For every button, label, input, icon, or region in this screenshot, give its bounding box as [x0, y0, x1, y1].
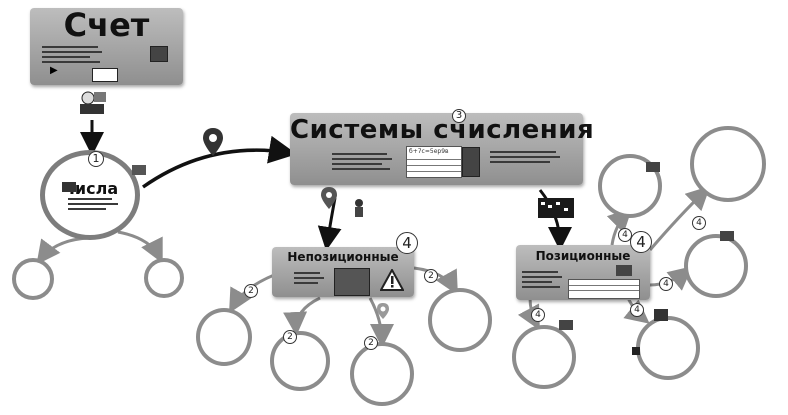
node-np-child-mid[interactable]	[270, 331, 330, 391]
badge-np-child-mid: 2	[283, 330, 297, 344]
node-np-child-right-low[interactable]	[350, 342, 414, 406]
frame-schet[interactable]: Счет	[30, 6, 183, 85]
frame-systems-image	[462, 147, 480, 177]
location-pin-icon	[377, 303, 389, 319]
warning-icon	[380, 269, 404, 291]
badge-np-child-right: 2	[364, 336, 378, 350]
flag-icon	[646, 162, 660, 172]
badge-pos-child-right: 4	[630, 303, 644, 317]
node-pos-upper-left[interactable]	[598, 154, 662, 218]
pixel-strip-icon	[538, 198, 574, 218]
frame-positional-title: Позиционные	[535, 249, 631, 263]
arrow-pos-to-upper-mid	[648, 185, 711, 251]
frame-systems-formula: б+7с=5ер9в	[409, 148, 449, 155]
arrow-chisla-to-right	[117, 230, 163, 264]
frame-positional[interactable]: Позиционные	[516, 245, 650, 300]
arrow-np-to-mid	[283, 296, 321, 336]
node-pos-upper-mid[interactable]	[690, 126, 766, 202]
node-pos-child-bottom-right[interactable]	[636, 316, 700, 380]
flag-icon	[720, 231, 734, 241]
badge-pos-upper-mid: 4	[692, 216, 706, 230]
frame-schet-image	[150, 46, 168, 62]
frame-nonpositional-text	[294, 272, 324, 287]
frame-positional-text	[522, 271, 562, 291]
frame-nonpositional-image	[334, 268, 370, 296]
node-chisla-child-left[interactable]	[12, 258, 54, 300]
badge-pos-child-left: 4	[531, 308, 545, 322]
frame-systems-table: б+7с=5ер9в	[406, 146, 462, 178]
badge-pos-upper-right: 4	[659, 277, 673, 291]
people-icon	[355, 199, 363, 217]
badge-pos-upper-left: 4	[618, 228, 632, 242]
arrow-systems-to-nonpositional	[317, 197, 342, 251]
frame-nonpositional[interactable]: Непозиционные	[272, 247, 414, 297]
camera-icon: ▶	[50, 65, 58, 76]
badge-positional: 4	[630, 231, 652, 253]
arrow-chisla-to-left	[36, 236, 89, 265]
node-np-child-left[interactable]	[196, 308, 252, 366]
frame-schet-image-2	[92, 68, 118, 82]
frame-systems[interactable]: Системы счисления б+7с=5ер9в	[290, 113, 595, 185]
badge-np-left: 2	[244, 284, 258, 298]
frame-systems-text-left	[332, 153, 392, 173]
node-chisla-text	[68, 198, 118, 213]
frame-schet-title: Счет	[63, 6, 150, 44]
flag-icon	[132, 165, 146, 175]
node-pos-child-left[interactable]	[512, 325, 576, 389]
location-pin-icon	[203, 128, 223, 156]
flag-icon	[559, 320, 573, 330]
arrow-np-to-right	[413, 266, 458, 296]
arrow-np-to-right-low	[368, 297, 394, 348]
badge-systems: 3	[452, 109, 466, 123]
frame-nonpositional-title: Непозиционные	[287, 250, 399, 264]
flag-icon	[654, 309, 668, 321]
frame-systems-text-right	[490, 151, 560, 166]
badge-nonpositional: 4	[396, 232, 418, 254]
dot-icon	[632, 347, 640, 355]
frame-systems-title: Системы счисления	[290, 115, 595, 145]
node-np-child-right[interactable]	[428, 288, 492, 352]
badge-np-right: 2	[424, 269, 438, 283]
flag-icon	[616, 265, 632, 276]
people-icon	[80, 91, 106, 114]
node-chisla-title: Числа	[62, 179, 119, 198]
node-pos-right[interactable]	[684, 234, 748, 298]
location-pin-icon	[321, 187, 337, 209]
badge-chisla: 1	[88, 151, 104, 167]
frame-schet-text	[42, 46, 102, 66]
frame-positional-table	[568, 279, 640, 299]
node-chisla-child-right[interactable]	[144, 258, 184, 298]
flag-icon	[62, 182, 76, 192]
